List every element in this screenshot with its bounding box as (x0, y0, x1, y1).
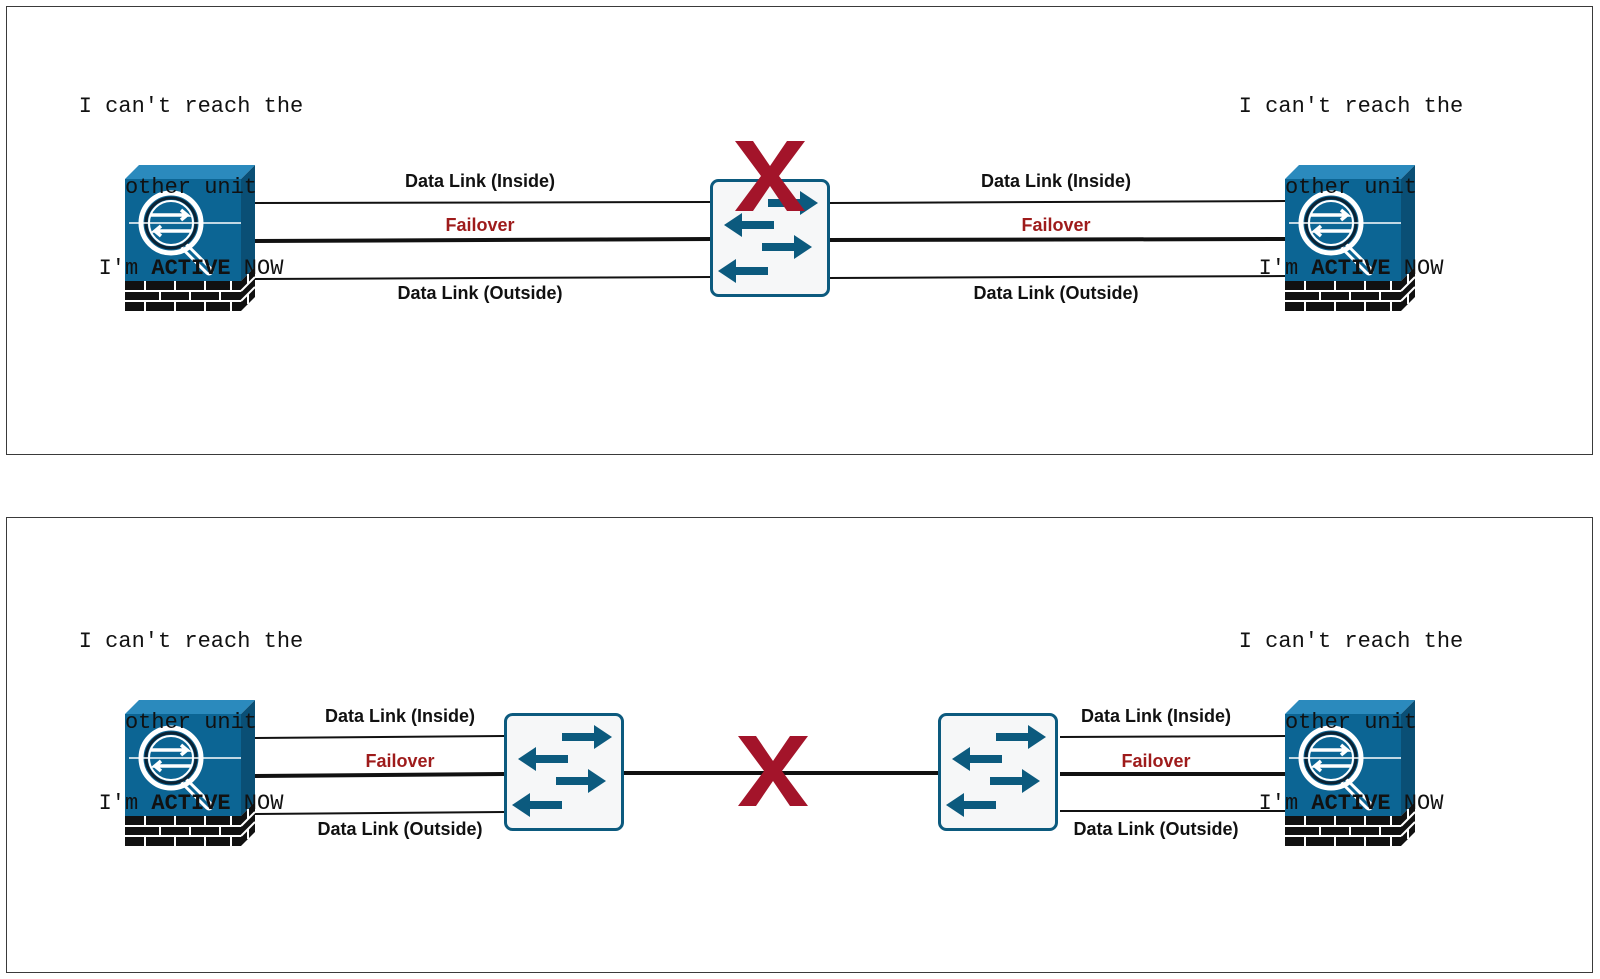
diagram-canvas: Data Link (Inside) Failover Data Link (O… (7, 518, 1594, 974)
left-status-note: I can't reach the other unit I'm ACTIVE … (61, 574, 321, 871)
right-failover-label: Failover (1121, 751, 1190, 771)
left-inside-link (254, 201, 713, 204)
scenario-panel-two-switches: Data Link (Inside) Failover Data Link (O… (6, 517, 1593, 973)
note-line-1: I can't reach the (78, 94, 304, 119)
left-outside-label: Data Link (Outside) (397, 283, 562, 303)
right-status-note: I can't reach the other unit I'm ACTIVE … (1221, 39, 1481, 336)
switch-icon (710, 179, 830, 297)
note-line-2: other unit (124, 710, 258, 735)
left-failover-link (254, 772, 505, 778)
note-prefix: I'm (98, 256, 152, 281)
right-status-note: I can't reach the other unit I'm ACTIVE … (1221, 574, 1481, 871)
left-outside-link (254, 811, 505, 815)
note-line-2: other unit (1284, 710, 1418, 735)
note-suffix: NOW (1390, 256, 1444, 281)
note-line-3: I'm ACTIVE NOW (1221, 790, 1481, 817)
left-inside-label: Data Link (Inside) (325, 706, 475, 726)
note-line-3: I'm ACTIVE NOW (61, 255, 321, 282)
note-prefix: I'm (98, 791, 152, 816)
right-failover-link (828, 237, 1287, 242)
right-inside-link (1059, 735, 1287, 738)
note-line-1: I can't reach the (1238, 94, 1464, 119)
right-outside-label: Data Link (Outside) (1073, 819, 1238, 839)
left-failover-label: Failover (445, 215, 514, 235)
right-switch-icon (938, 713, 1058, 831)
note-active-word: ACTIVE (151, 256, 231, 281)
note-prefix: I'm (1258, 791, 1312, 816)
diagram-canvas: Data Link (Inside) Failover Data Link (O… (7, 141, 1594, 456)
left-outside-label: Data Link (Outside) (317, 819, 482, 839)
note-suffix: NOW (1390, 791, 1444, 816)
left-failover-link (254, 237, 713, 243)
note-line-2: other unit (124, 175, 258, 200)
note-active-word: ACTIVE (151, 791, 231, 816)
note-line-2: other unit (1284, 175, 1418, 200)
note-line-3: I'm ACTIVE NOW (1221, 255, 1481, 282)
note-active-word: ACTIVE (1311, 256, 1391, 281)
right-inside-label: Data Link (Inside) (1081, 706, 1231, 726)
note-prefix: I'm (1258, 256, 1312, 281)
note-line-1: I can't reach the (78, 629, 304, 654)
right-inside-label: Data Link (Inside) (981, 171, 1131, 191)
left-status-note: I can't reach the other unit I'm ACTIVE … (61, 39, 321, 336)
note-suffix: NOW (230, 791, 284, 816)
left-inside-link (254, 735, 505, 739)
right-failover-label: Failover (1021, 215, 1090, 235)
note-line-3: I'm ACTIVE NOW (61, 790, 321, 817)
left-failover-label: Failover (365, 751, 434, 771)
note-suffix: NOW (230, 256, 284, 281)
scenario-panel-single-switch: Data Link (Inside) Failover Data Link (O… (6, 6, 1593, 455)
left-inside-label: Data Link (Inside) (405, 171, 555, 191)
note-active-word: ACTIVE (1311, 791, 1391, 816)
right-outside-label: Data Link (Outside) (973, 283, 1138, 303)
note-line-1: I can't reach the (1238, 629, 1464, 654)
left-switch-icon (504, 713, 624, 831)
left-outside-link (254, 276, 713, 280)
right-inside-link (828, 200, 1287, 204)
right-outside-link (828, 275, 1287, 279)
